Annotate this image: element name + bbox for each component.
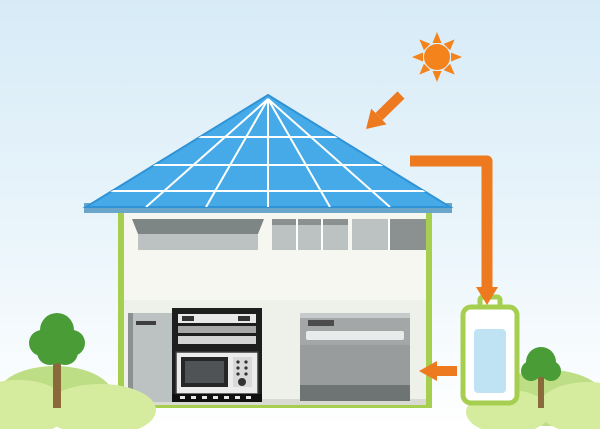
storage-battery	[460, 294, 520, 406]
sun-icon	[412, 32, 462, 82]
energy-flow-arrow-icon	[410, 155, 498, 305]
appliance-dishwasher	[300, 313, 410, 401]
window-right	[352, 219, 426, 250]
window-center	[272, 219, 348, 250]
appliance-oven-microwave-unit	[172, 308, 262, 402]
kitchen-appliances	[128, 308, 410, 402]
tree-trunk	[538, 372, 544, 408]
range-hood	[132, 219, 264, 250]
sun-rays	[412, 32, 462, 82]
tree-canopy	[29, 313, 85, 365]
appliance-refrigerator	[128, 313, 172, 402]
left-tree	[29, 313, 85, 408]
upper-floor-windows	[132, 219, 426, 250]
dishwasher-handle	[308, 320, 334, 326]
sunlight-arrow-icon	[366, 91, 405, 129]
tree-canopy	[521, 347, 561, 381]
microwave-controls	[233, 357, 252, 387]
tree-trunk	[53, 352, 61, 408]
sun-core	[424, 44, 450, 70]
microwave	[175, 351, 259, 395]
indicator-lights	[172, 394, 262, 402]
battery-output-arrow-icon	[419, 361, 457, 381]
right-tree	[521, 347, 561, 408]
dishwasher-slot	[306, 331, 404, 340]
av-display-stack	[178, 314, 256, 344]
house	[118, 206, 432, 408]
refrigerator-handle	[136, 321, 156, 325]
battery-charge-level	[474, 329, 506, 393]
kitchen-floor	[124, 399, 426, 405]
